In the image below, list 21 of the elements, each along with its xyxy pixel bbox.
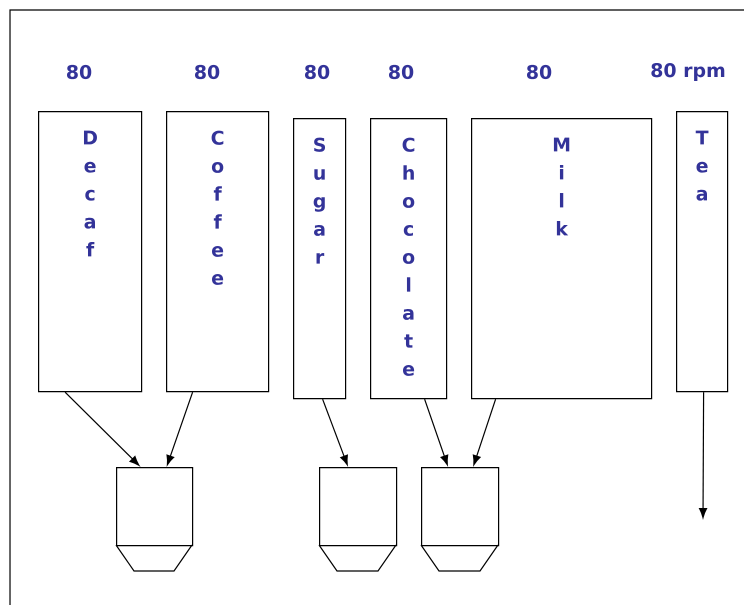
- arrow: [472, 399, 496, 466]
- mixer-drawing: [420, 467, 500, 572]
- arrow: [322, 398, 348, 466]
- speed-label: 80 rpm: [651, 63, 724, 81]
- speed-label: 80: [67, 64, 92, 80]
- canister-box: Decaf: [38, 111, 142, 392]
- arrow: [166, 392, 194, 466]
- mixer-drawing: [116, 467, 194, 572]
- arrow: [699, 392, 708, 518]
- speed-label: 80: [305, 64, 330, 80]
- mixer-drawing: [318, 467, 398, 572]
- canister-box: Chocolate: [370, 118, 448, 400]
- canister-box: Coffee: [166, 111, 270, 392]
- canister-box: Sugar: [293, 118, 346, 400]
- canister-box: Milk: [471, 118, 652, 400]
- speed-label: 80: [195, 64, 220, 80]
- speed-label: 80: [389, 64, 414, 80]
- speed-label: 80: [527, 64, 552, 80]
- arrow: [424, 399, 448, 466]
- canister-box: Tea: [676, 111, 728, 392]
- arrow: [64, 392, 140, 466]
